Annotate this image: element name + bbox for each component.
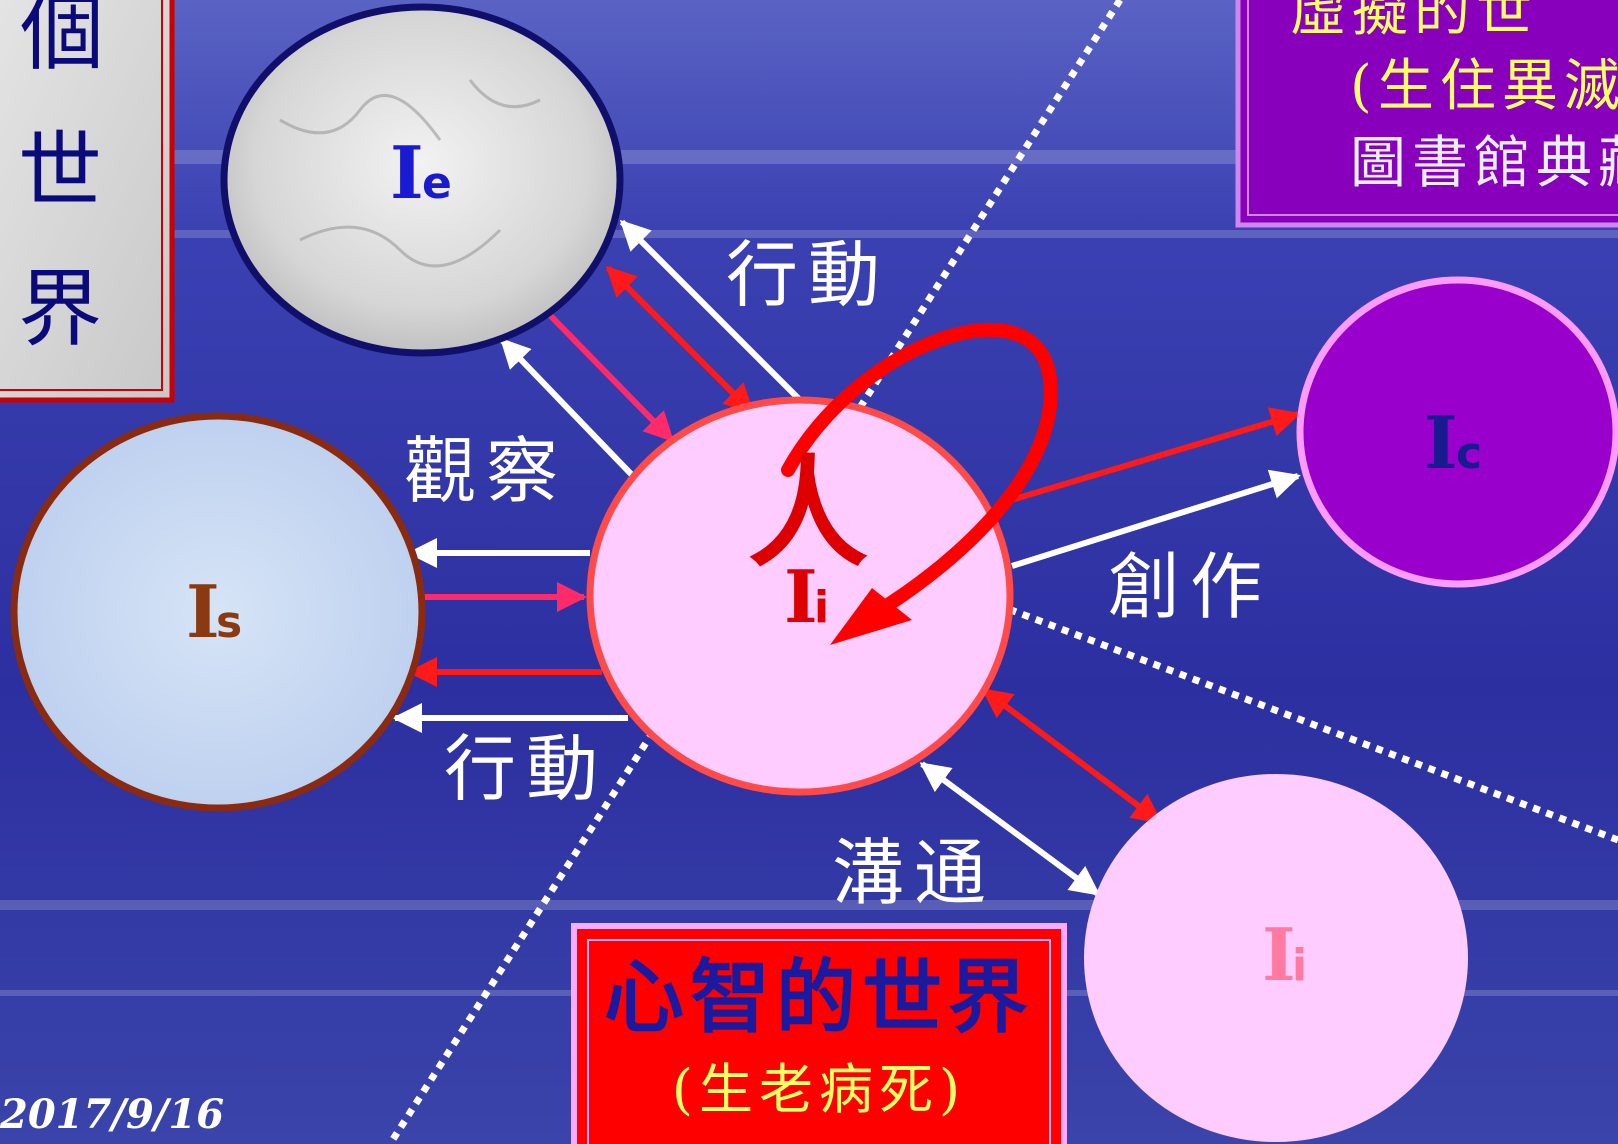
label-create: 創作 bbox=[1108, 545, 1272, 629]
virtual-world-box: 虛擬的世 (生住異滅 圖書館典藏 bbox=[1235, 0, 1618, 228]
virtual-box-line-1: 虛擬的世 bbox=[1290, 0, 1538, 44]
date-label: 2017/9/16 bbox=[0, 1091, 224, 1138]
node-is-main: I bbox=[186, 569, 220, 654]
virtual-box-line-2: (生住異滅 bbox=[1350, 54, 1618, 119]
node-ii-other-sub: i bbox=[1292, 940, 1307, 991]
node-ie-main: I bbox=[390, 130, 424, 215]
person-label: 人 bbox=[748, 443, 868, 584]
red-arrows bbox=[407, 265, 1301, 825]
virtual-box-line-3: 圖書館典藏 bbox=[1350, 131, 1618, 196]
node-ii-center-sub: i bbox=[814, 582, 829, 633]
node-ie-sub: e bbox=[422, 158, 452, 209]
arrow-create-to-ic bbox=[1011, 469, 1301, 569]
node-ic-sub: c bbox=[1456, 428, 1482, 479]
arrow-communicate-white bbox=[919, 761, 1101, 897]
node-ii-other: I i bbox=[1084, 774, 1468, 1142]
node-ii-center: I i bbox=[586, 396, 1014, 796]
label-observe: 觀察 bbox=[404, 429, 568, 513]
arrow-observe-to-ie bbox=[499, 337, 635, 478]
label-communicate: 溝通 bbox=[832, 831, 996, 915]
label-action-top: 行動 bbox=[726, 233, 890, 317]
left-box-line-2: 世 bbox=[18, 122, 102, 220]
self-loop-arrow bbox=[781, 323, 1058, 645]
arrow-red-communicate bbox=[981, 687, 1163, 825]
node-is-sub: s bbox=[216, 597, 242, 648]
mind-world-box: 心智的世界 (生老病死) bbox=[571, 923, 1067, 1144]
arrow-pink-ie-to-ii bbox=[540, 305, 675, 443]
node-ic-main: I bbox=[1424, 400, 1458, 485]
label-action-bottom: 行動 bbox=[444, 727, 608, 811]
arrow-red-ii-ie bbox=[605, 265, 755, 415]
left-world-box: 個 世 界 bbox=[0, 0, 175, 403]
node-ii-center-main: I bbox=[784, 554, 818, 639]
node-is: I s bbox=[10, 412, 426, 812]
left-box-line-3: 界 bbox=[18, 260, 102, 358]
arrow-red-ii-to-ic bbox=[997, 407, 1301, 507]
mind-box-subtitle: (生老病死) bbox=[672, 1058, 966, 1121]
node-ie: I e bbox=[220, 3, 624, 357]
node-ic: I c bbox=[1296, 276, 1618, 588]
mind-box-title: 心智的世界 bbox=[604, 950, 1034, 1044]
node-ii-other-main: I bbox=[1262, 912, 1296, 997]
left-box-line-1: 個 bbox=[20, 0, 104, 82]
